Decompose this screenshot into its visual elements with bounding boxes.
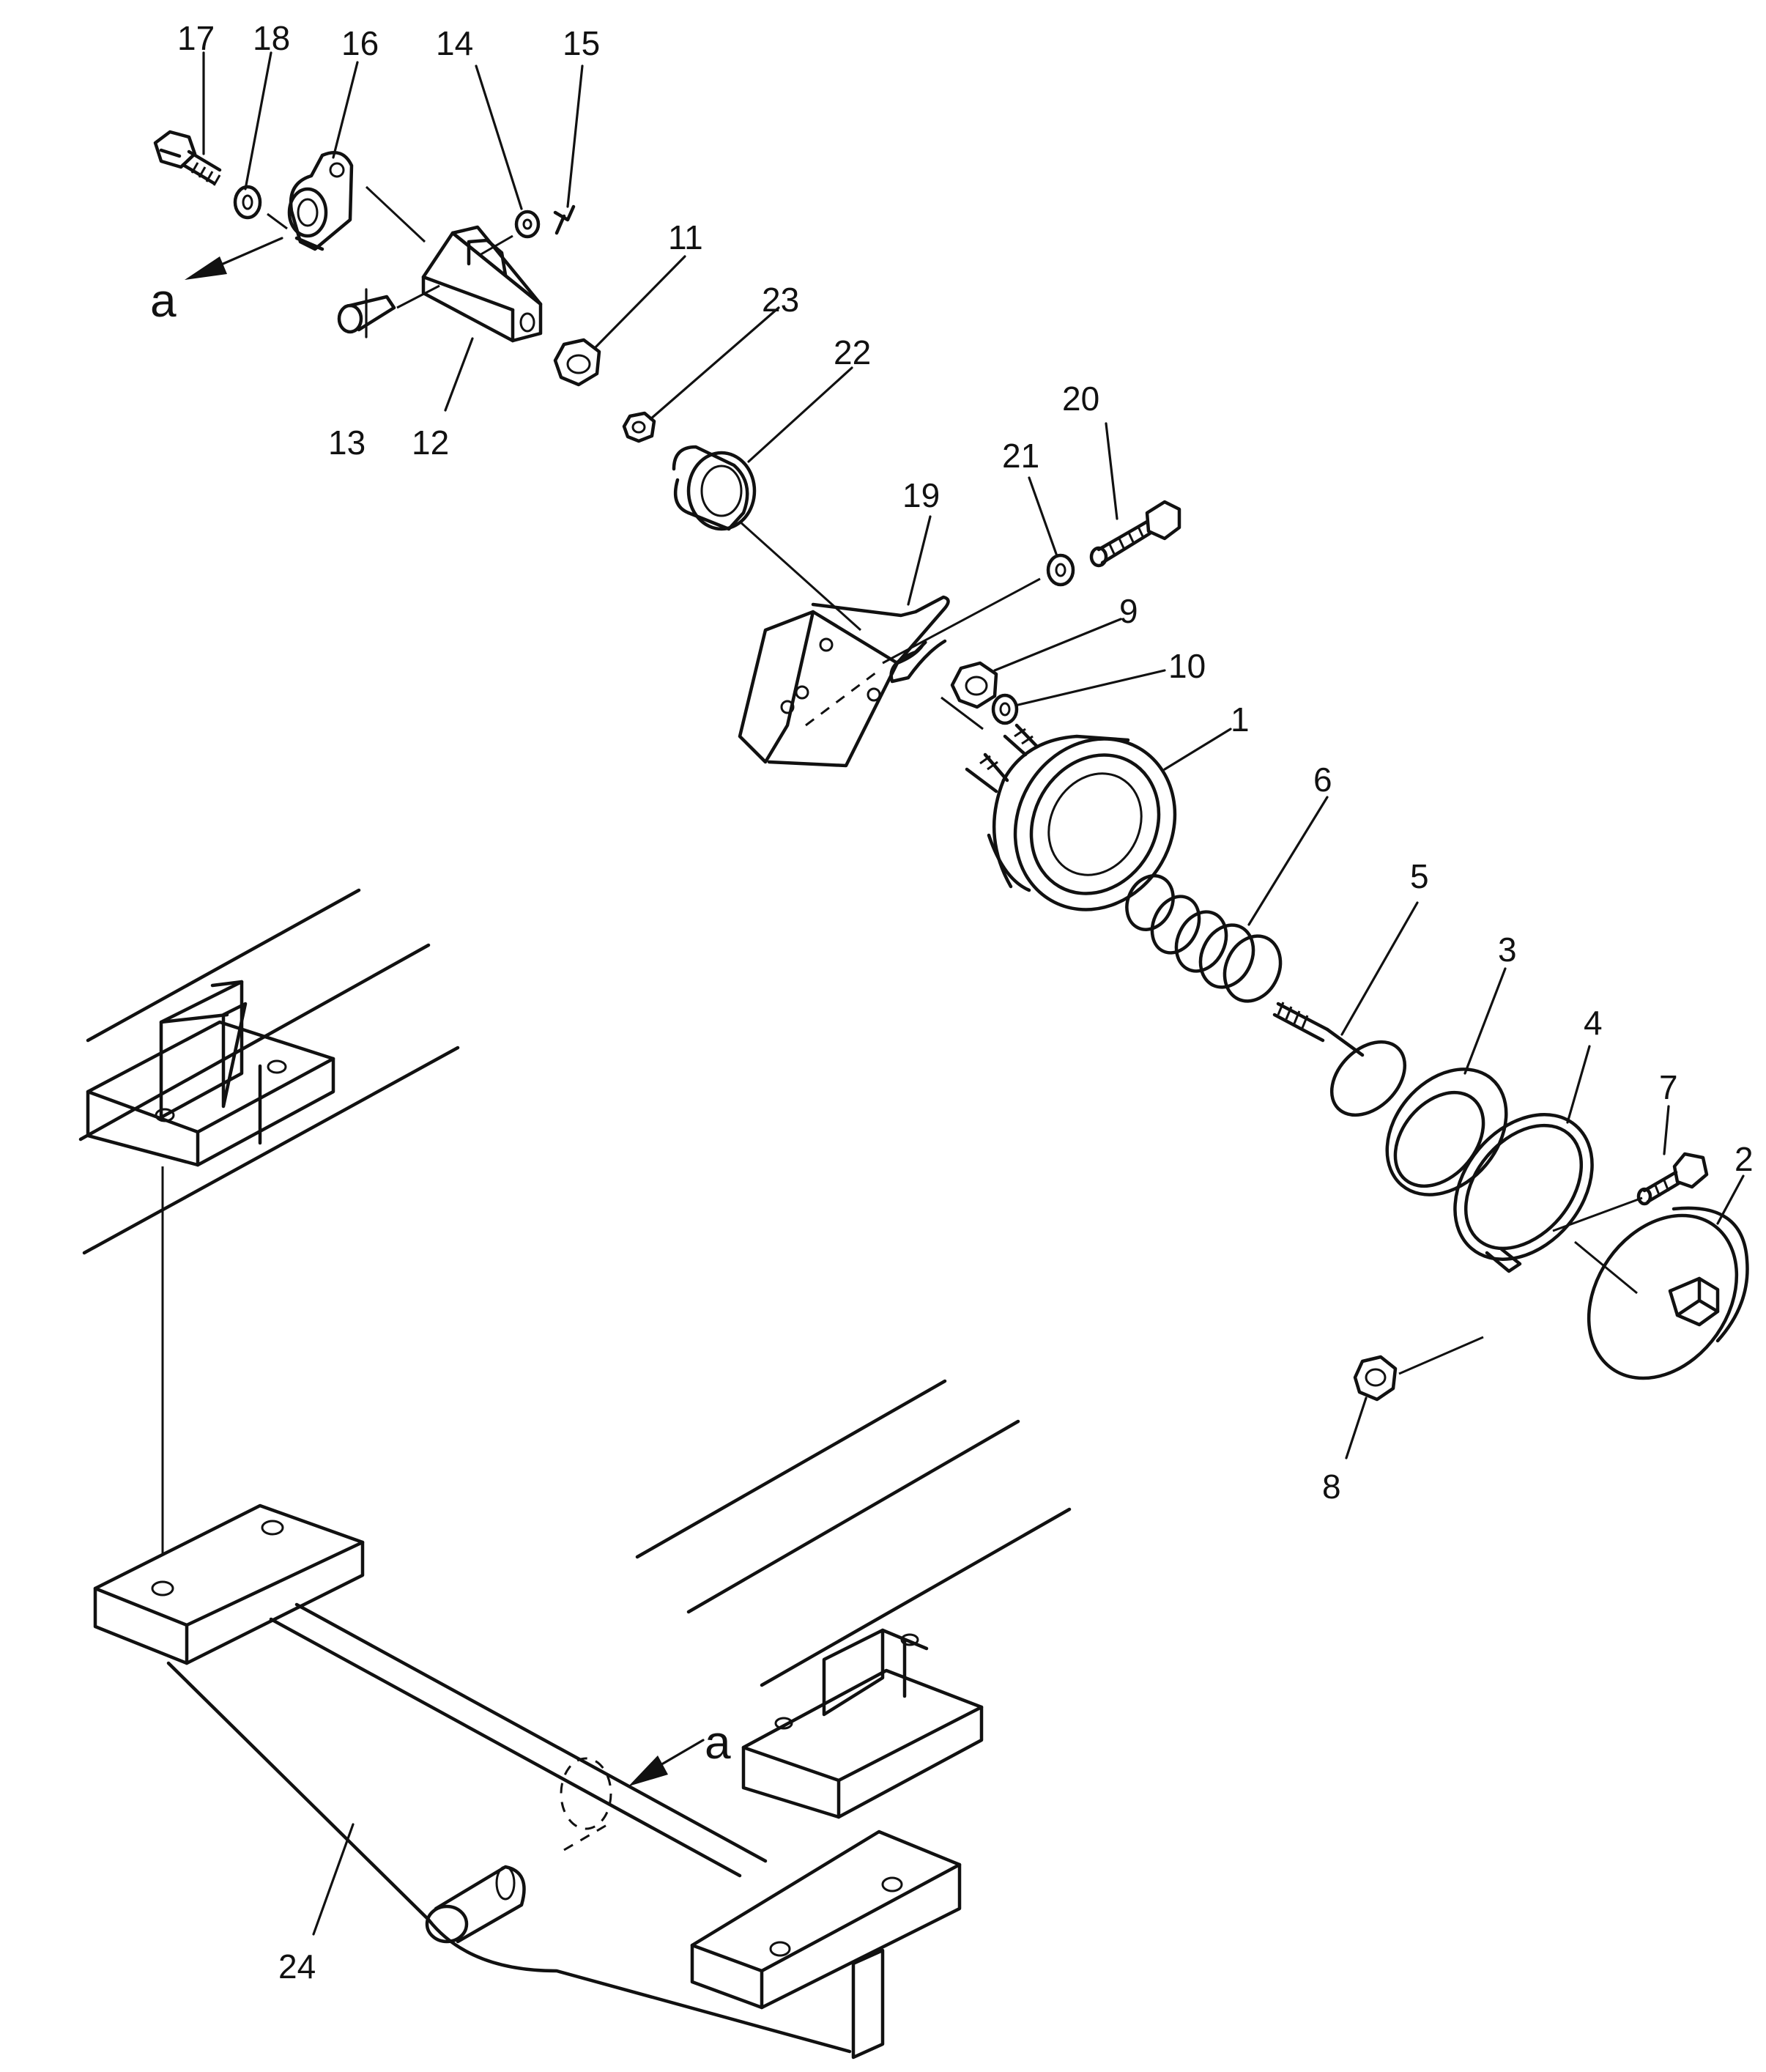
bracket-19 — [738, 595, 950, 768]
callout-numbers: 17 18 16 14 15 11 23 22 13 12 20 21 19 9… — [177, 19, 1754, 1986]
callout-23: 23 — [762, 281, 799, 319]
callout-20: 20 — [1062, 380, 1099, 418]
callout-17: 17 — [177, 19, 215, 57]
frame-rails — [78, 888, 1072, 1687]
callout-15: 15 — [563, 24, 600, 62]
callout-6: 6 — [1313, 761, 1332, 799]
bolt-7 — [1636, 1152, 1709, 1206]
leader-lines — [202, 51, 1745, 1936]
view-arrow-bottom: a — [628, 1716, 731, 1786]
nut-11 — [553, 338, 601, 387]
tie-bar-assembly-24 — [93, 1503, 962, 2060]
pushrod-5 — [1272, 1002, 1407, 1117]
upper-frame-bracket — [86, 980, 335, 1167]
view-arrow-top: a — [150, 237, 283, 327]
callout-16: 16 — [341, 24, 379, 62]
bushing-22 — [672, 445, 757, 531]
spring-6 — [1125, 874, 1283, 1003]
cotter-pin-15 — [553, 204, 576, 235]
callout-1: 1 — [1231, 700, 1250, 739]
callout-14: 14 — [436, 24, 473, 62]
callout-22: 22 — [834, 333, 871, 371]
view-marker-top: a — [150, 274, 177, 327]
callout-12: 12 — [412, 423, 449, 462]
washer-21 — [1046, 553, 1075, 587]
bolt-20 — [1089, 500, 1181, 568]
callout-4: 4 — [1584, 1004, 1603, 1042]
chamber-housing-1 — [965, 723, 1177, 911]
lower-right-frame-bracket — [741, 1628, 984, 1819]
washer-10 — [991, 693, 1019, 725]
nut-8 — [1353, 1355, 1398, 1402]
clevis-16 — [287, 151, 354, 251]
yoke-block-12 — [421, 225, 543, 343]
view-marker-bottom: a — [705, 1716, 731, 1769]
nut-9 — [950, 661, 998, 709]
callout-9: 9 — [1119, 592, 1138, 630]
callout-19: 19 — [902, 476, 940, 514]
callout-7: 7 — [1659, 1068, 1678, 1106]
washer-14 — [514, 210, 541, 239]
assembly-lines — [161, 185, 1643, 1553]
callout-8: 8 — [1322, 1468, 1341, 1506]
cover-2 — [1587, 1206, 1749, 1380]
diaphragm-3 — [1385, 1068, 1508, 1196]
callout-21: 21 — [1002, 437, 1039, 475]
callout-5: 5 — [1410, 857, 1429, 895]
callout-18: 18 — [253, 19, 290, 57]
callout-13: 13 — [328, 423, 366, 462]
callout-2: 2 — [1735, 1140, 1754, 1178]
callout-11: 11 — [668, 218, 703, 256]
callout-10: 10 — [1168, 647, 1206, 685]
small-nut-23 — [622, 411, 656, 443]
callout-3: 3 — [1498, 930, 1517, 969]
callout-24: 24 — [278, 1947, 316, 1986]
washer-18 — [233, 185, 262, 220]
pin-13 — [337, 295, 396, 334]
bolt-17 — [153, 130, 222, 186]
